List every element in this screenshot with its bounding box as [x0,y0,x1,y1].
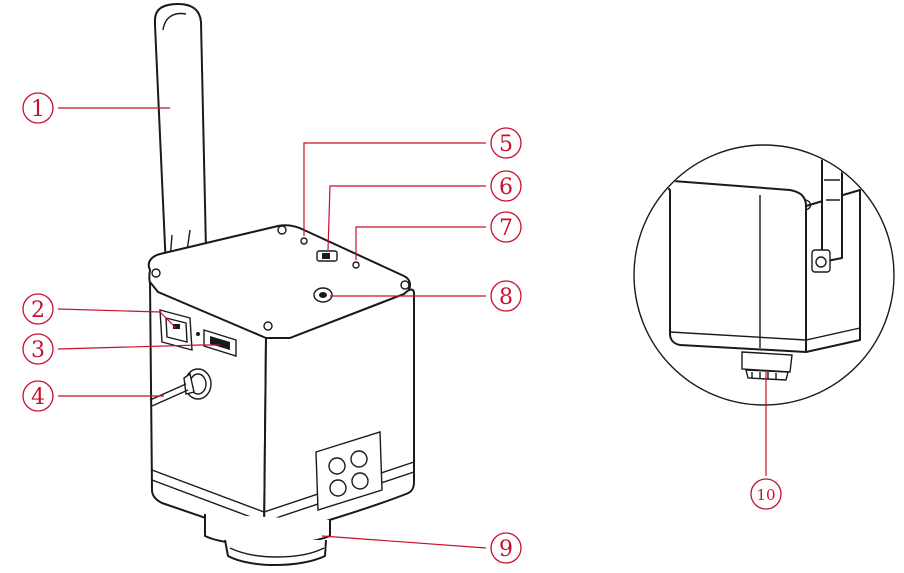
callout-4-label: 4 [31,385,45,410]
callout-1: 1 [22,92,170,124]
callout-1-label: 1 [31,97,45,122]
callout-9-label: 9 [499,537,513,562]
callout-2-label: 2 [31,298,45,323]
callout-4: 4 [22,380,164,412]
callout-8: 8 [330,280,522,312]
switch [316,250,338,262]
focus-ring [741,351,793,381]
callout-9: 9 [321,532,522,564]
power-cable [149,368,212,407]
c-mount [204,514,331,566]
camera-main-view [147,3,415,566]
callout-3: 3 [22,333,220,365]
hdmi-port [196,329,237,357]
inset-view [633,144,895,406]
antenna [154,3,207,269]
tripod-mount [313,287,333,303]
callout-5: 5 [303,127,522,236]
vent-plate [315,431,383,511]
callout-7-label: 7 [499,216,513,241]
indicator-led-right [352,261,360,269]
callout-5-label: 5 [499,132,513,157]
callout-7: 7 [355,211,522,260]
callout-10-label: 10 [756,486,775,504]
callout-2: 2 [22,293,177,329]
indicator-led-left [300,237,308,245]
callout-8-label: 8 [499,285,513,310]
callout-6: 6 [327,170,522,251]
inset-circle [633,144,895,406]
callout-6-label: 6 [499,175,513,200]
callout-10: 10 [750,372,782,510]
callout-3-label: 3 [31,338,45,363]
